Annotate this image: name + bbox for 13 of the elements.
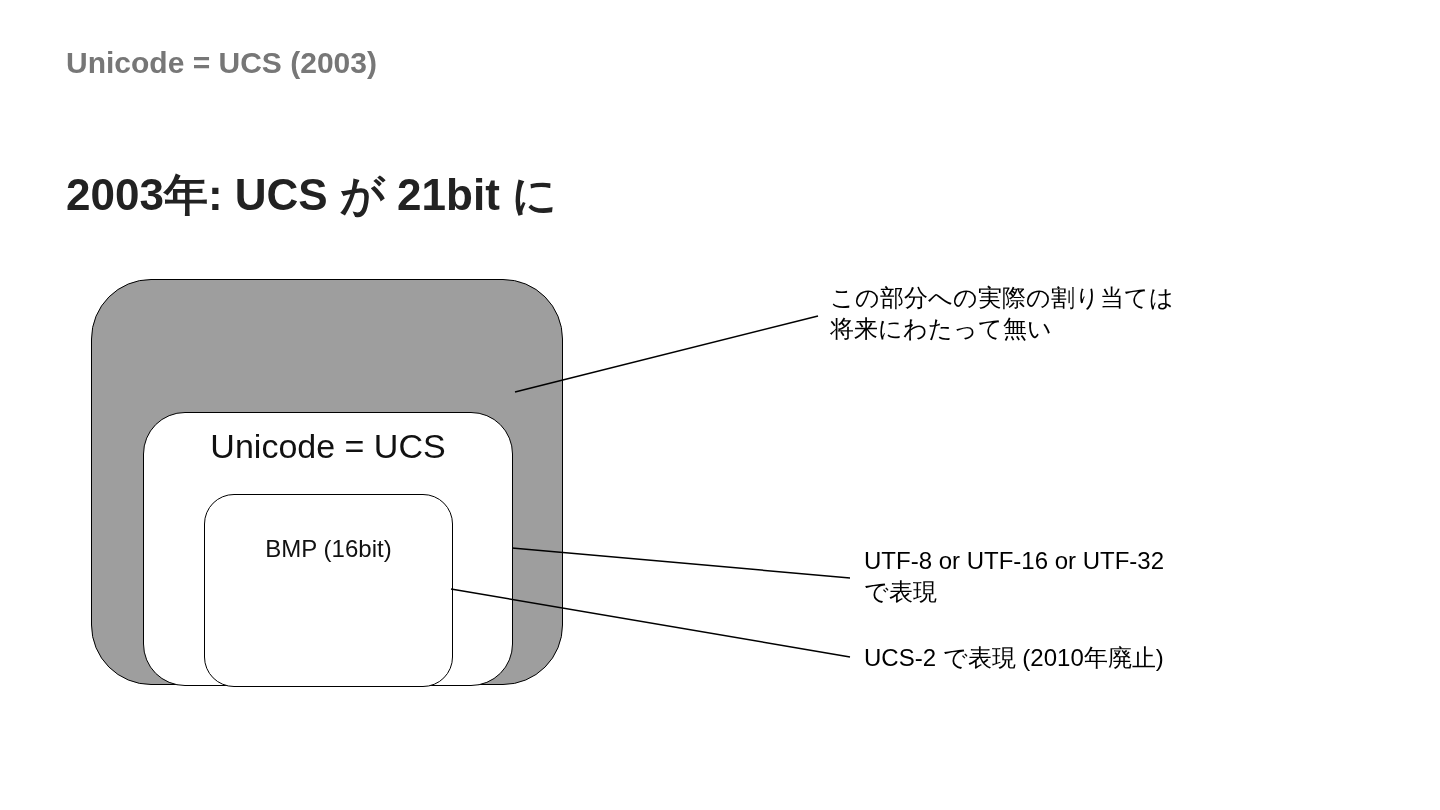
region-box [204, 494, 453, 687]
leader-line [511, 547, 851, 579]
note-text: UTF-8 or UTF-16 or UTF-32 で表現 [864, 545, 1184, 608]
leader-line [450, 588, 851, 658]
leader-line [514, 315, 819, 393]
outer-region-box [91, 279, 563, 685]
note-text: UCS-2 で表現 (2010年廃止) [864, 642, 1244, 674]
section-heading: Unicode = UCS (2003) [66, 46, 377, 80]
note-text: この部分への実際の割り当ては将来にわたって無い [830, 282, 1190, 345]
slide-title: 2003年: UCS が 21bit に [66, 169, 558, 221]
box-label: BMP (16bit) [265, 535, 392, 563]
box-label: Unicode = UCS [210, 427, 446, 466]
region-box [143, 412, 513, 686]
